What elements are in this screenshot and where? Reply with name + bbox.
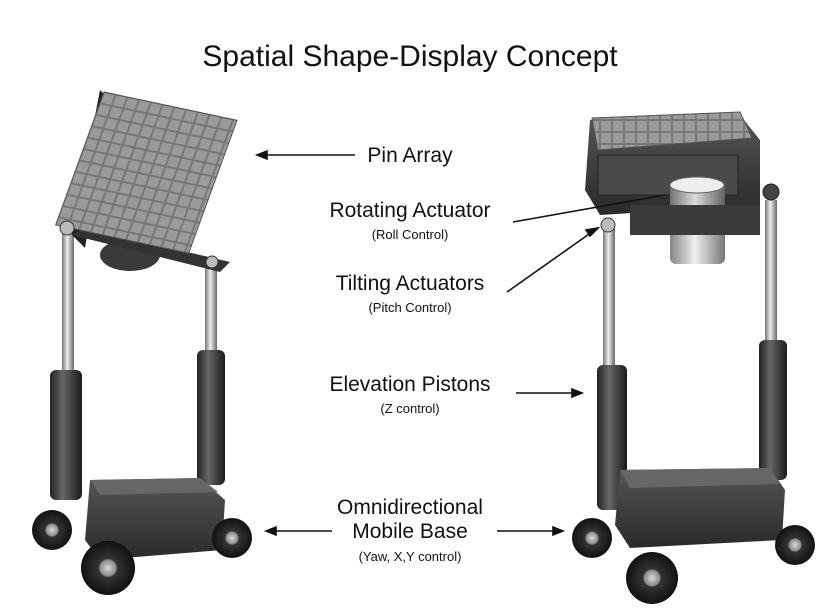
mobile-base-label-line1: Omnidirectional	[337, 496, 483, 519]
mobile-base	[85, 478, 225, 560]
pin-array-label: Pin Array	[367, 144, 453, 167]
rotating-actuator-sublabel: (Roll Control)	[371, 227, 449, 242]
rotating-actuator-label: Rotating Actuator	[329, 199, 491, 222]
pin-array-top	[591, 111, 753, 151]
right-robot	[572, 111, 815, 604]
left-piston-rod	[62, 225, 74, 375]
right-piston-rod	[205, 260, 217, 360]
tilt-actuator-joint	[205, 255, 219, 269]
rotating-actuator-pointer	[512, 194, 666, 223]
mobile-base-label-line2: Mobile Base	[352, 520, 468, 543]
omni-wheel	[212, 518, 252, 558]
omni-wheel	[81, 541, 135, 595]
tilt-actuator-joint	[59, 220, 75, 236]
pin-array-grid	[54, 91, 238, 254]
elevation-pistons-label: Elevation Pistons	[329, 373, 491, 396]
left-piston-body	[50, 370, 82, 500]
tilting-actuators-label: Tilting Actuators	[335, 272, 485, 295]
tilting-actuator-arrow	[506, 231, 593, 293]
diagram-title: Spatial Shape-Display Concept	[202, 40, 618, 73]
left-robot	[32, 90, 252, 595]
tilting-actuators-sublabel: (Pitch Control)	[368, 300, 452, 315]
pin-array-bottom	[72, 228, 230, 272]
elevation-pistons-sublabel: (Z control)	[380, 401, 440, 416]
right-piston-body	[197, 350, 225, 485]
mobile-base-sublabel: (Yaw, X,Y control)	[358, 549, 462, 564]
omni-wheel	[32, 510, 72, 550]
